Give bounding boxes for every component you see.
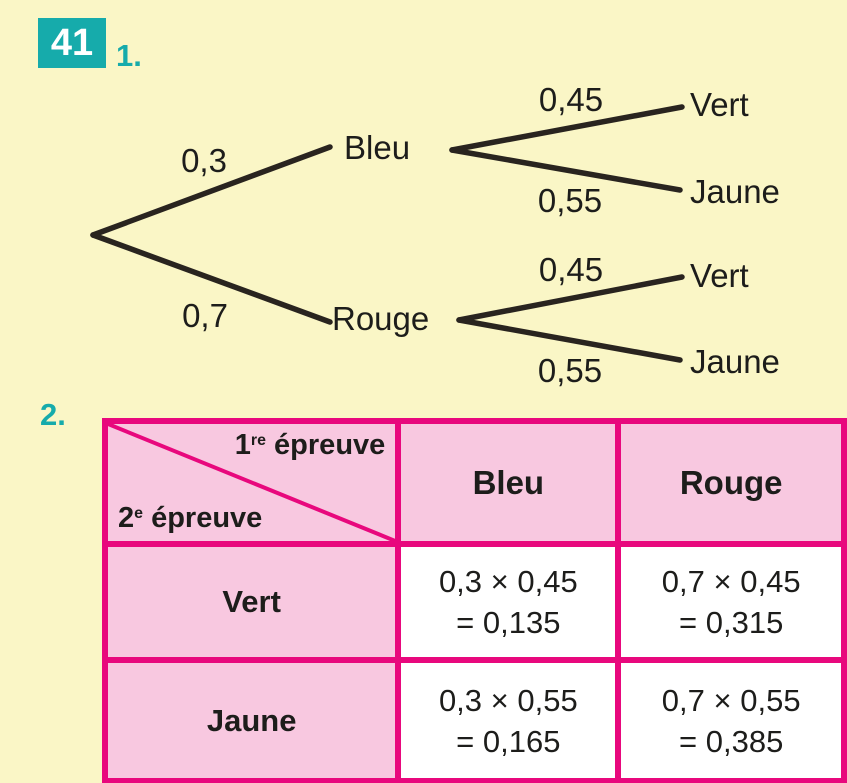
tree-prob-rouge-jaune: 0,55 [537, 352, 603, 389]
tree-node-rouge: Rouge [332, 300, 430, 337]
table-corner-cell: 1re épreuve 2e épreuve [101, 418, 402, 547]
corner-second-trial-label: 2e épreuve [118, 502, 262, 535]
corner-second-base: 2 [118, 502, 135, 534]
cell-vert-bleu-expr: 0,3 × 0,45 [438, 564, 578, 599]
tree-prob-rouge: 0,7 [182, 297, 228, 334]
tree-node-bleu-vert: Vert [690, 86, 749, 123]
cell-jaune-bleu-expr: 0,3 × 0,55 [438, 682, 578, 718]
corner-first-rest: épreuve [266, 429, 386, 461]
tree-node-bleu: Bleu [344, 129, 411, 166]
cell-jaune-bleu: 0,3 × 0,55 = 0,165 [395, 657, 622, 783]
probability-tree-lines [90, 104, 685, 363]
cell-jaune-rouge: 0,7 × 0,55 = 0,385 [615, 657, 847, 783]
row-label-vert: Vert [101, 541, 402, 663]
tree-prob-bleu-vert: 0,45 [538, 81, 604, 118]
corner-second-sup: e [134, 505, 144, 523]
cell-jaune-rouge-expr: 0,7 × 0,55 [661, 682, 801, 718]
cell-vert-rouge-expr: 0,7 × 0,45 [661, 564, 801, 599]
cell-vert-bleu-result: = 0,135 [456, 605, 561, 640]
cell-jaune-rouge-result: = 0,385 [679, 723, 784, 759]
tree-prob-bleu-jaune: 0,55 [537, 182, 603, 219]
exercise-number-badge: 41 [38, 18, 106, 68]
tree-node-bleu-jaune: Jaune [690, 173, 780, 210]
col-header-bleu: Bleu [395, 418, 622, 547]
part-2-label: 2. [40, 397, 66, 432]
cell-jaune-bleu-result: = 0,165 [456, 723, 561, 759]
tree-prob-rouge-vert: 0,45 [538, 251, 604, 288]
corner-first-sup: re [250, 432, 266, 450]
corner-second-rest: épreuve [143, 502, 263, 534]
row-label-jaune: Jaune [101, 657, 402, 783]
probability-table: 1re épreuve 2e épreuve Bleu Rouge Vert 0… [101, 418, 847, 783]
tree-node-rouge-jaune: Jaune [690, 343, 780, 380]
corner-first-trial-label: 1re épreuve [235, 429, 386, 462]
tree-prob-bleu: 0,3 [181, 142, 227, 179]
cell-vert-rouge-result: = 0,315 [679, 605, 784, 640]
col-header-rouge: Rouge [615, 418, 847, 547]
cell-vert-rouge: 0,7 × 0,45 = 0,315 [615, 541, 847, 663]
table-diagonal-line [108, 424, 395, 541]
cell-vert-bleu: 0,3 × 0,45 = 0,135 [395, 541, 622, 663]
corner-first-base: 1 [234, 429, 251, 461]
part-1-label: 1. [116, 38, 142, 73]
tree-node-rouge-vert: Vert [690, 257, 749, 294]
